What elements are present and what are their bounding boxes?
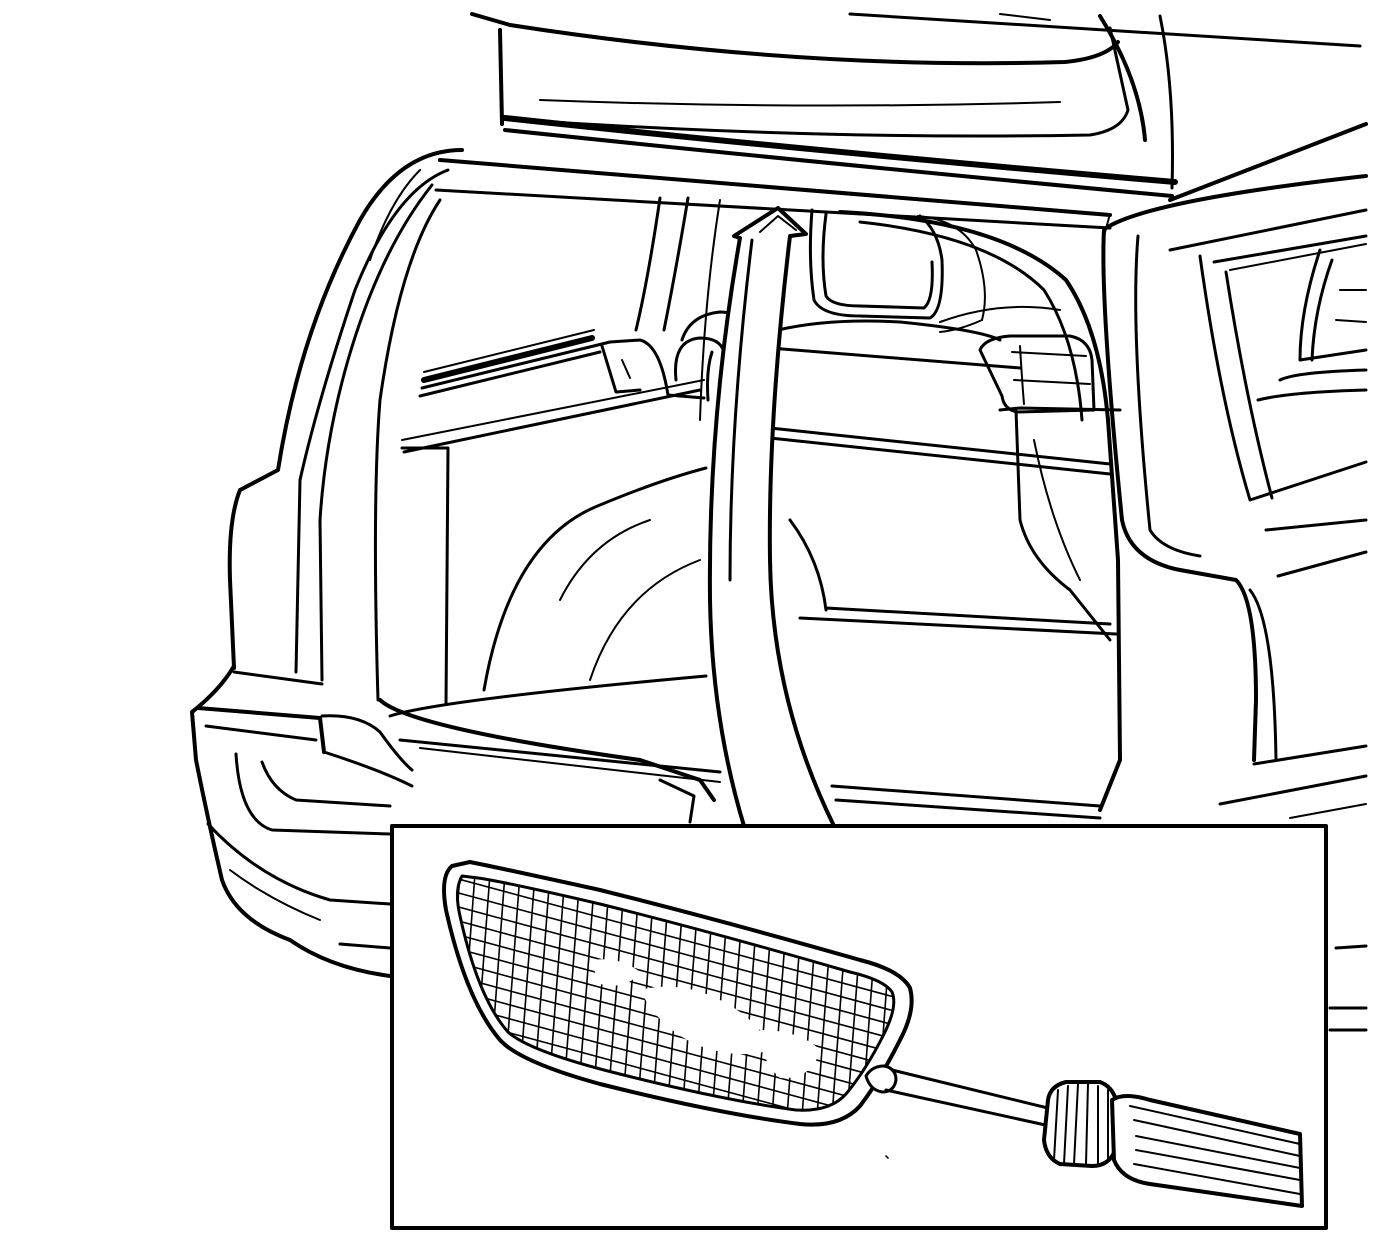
upward-arrow-icon	[707, 206, 836, 828]
lens-reflection	[640, 986, 770, 1055]
lens-grid-line	[457, 985, 894, 1111]
rear-seat	[768, 208, 1122, 820]
rear-bumper	[190, 664, 716, 978]
screwdriver-icon	[864, 1064, 1304, 1208]
lens-reflection	[590, 959, 640, 986]
raised-tailgate	[470, 12, 1362, 198]
lens-grid-line	[457, 915, 894, 1047]
right-side-body	[1101, 122, 1368, 1032]
lens-grid-line	[457, 901, 894, 1033]
lens-reflection	[760, 1030, 820, 1079]
lens-grid-line	[457, 876, 894, 1005]
lens-grid-line	[457, 1013, 894, 1111]
lens-grid-line	[457, 971, 894, 1103]
lens-grid-line	[457, 887, 894, 1019]
inset-detail	[390, 824, 1328, 1230]
rear-opening-right-pillar	[838, 210, 1122, 812]
cargo-area-interior	[388, 196, 746, 783]
